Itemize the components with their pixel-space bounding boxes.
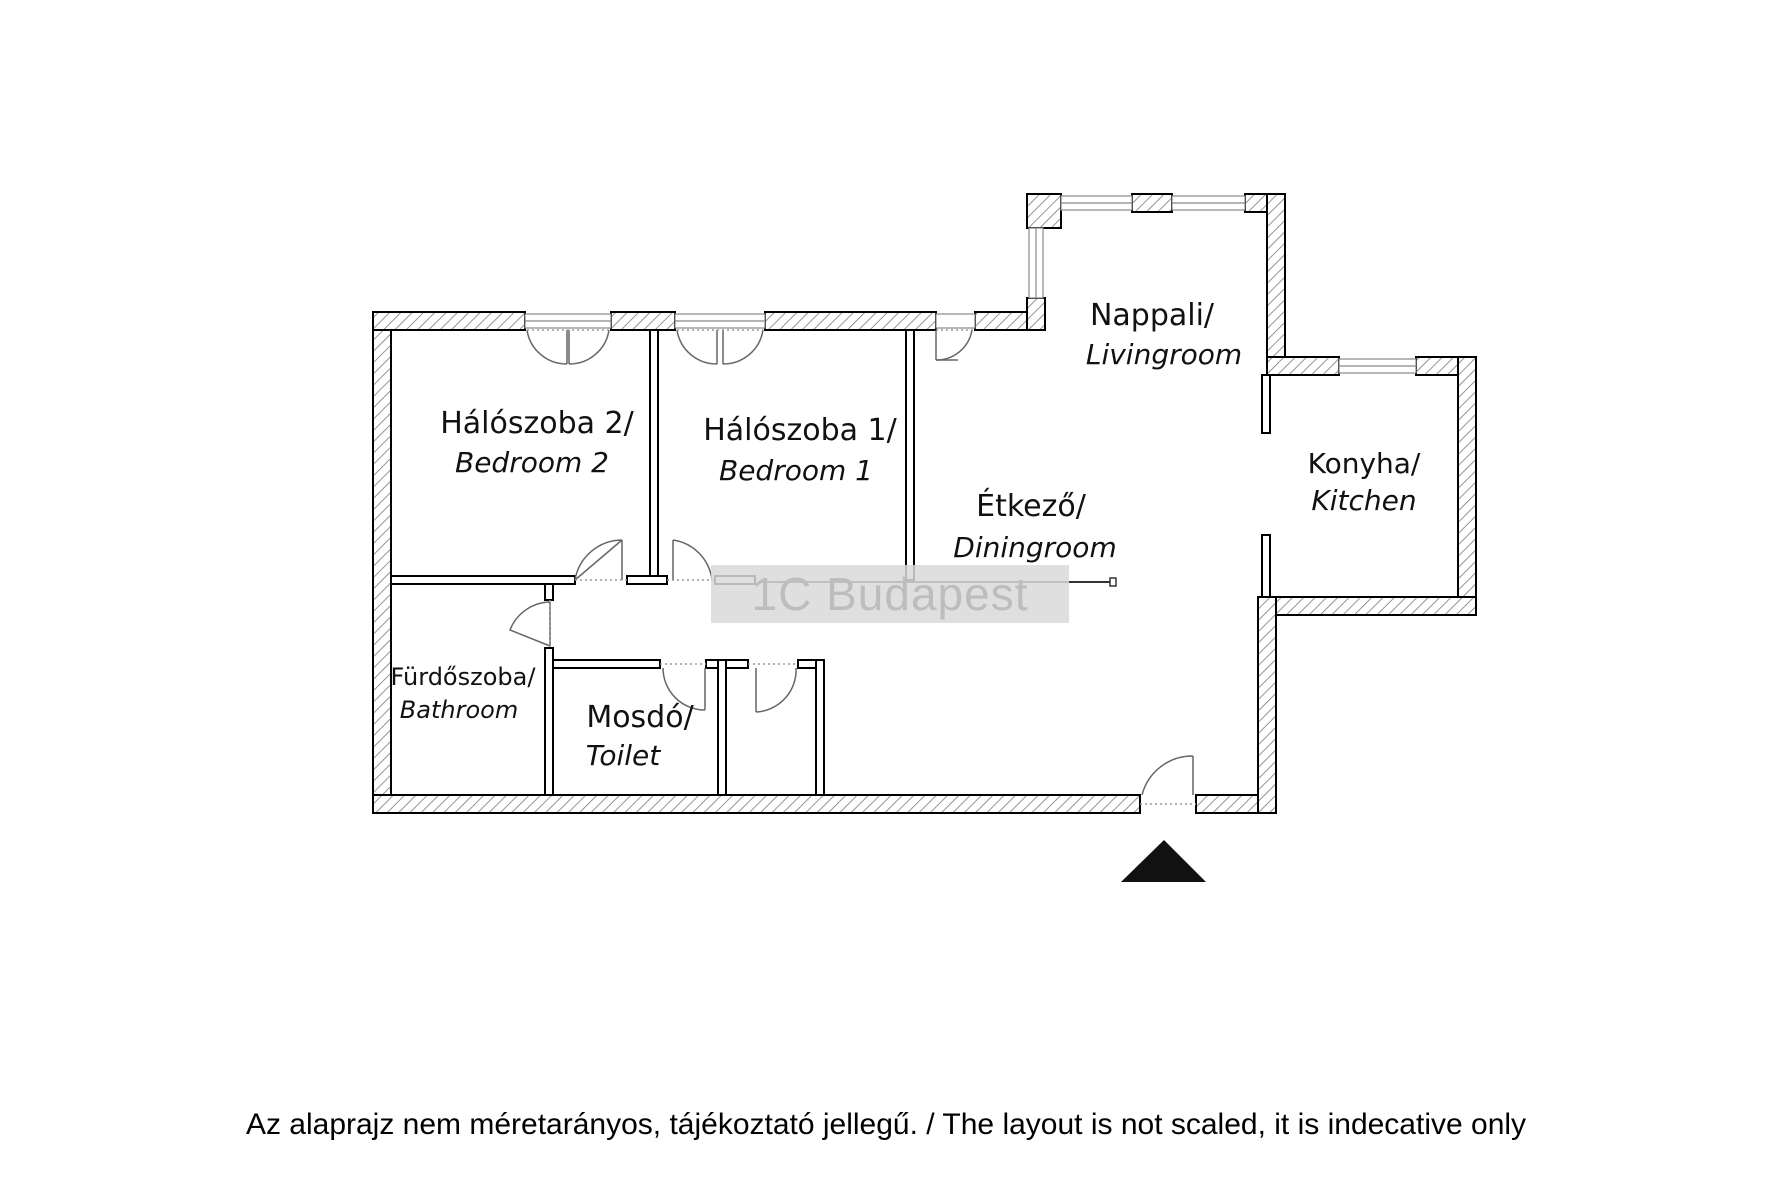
footer-disclaimer: Az alaprajz nem méretarányos, tájékoztat… xyxy=(245,1108,1527,1141)
window-balcony xyxy=(935,313,976,329)
wall-living-right xyxy=(1266,193,1286,360)
wall-bed2-bottom-left xyxy=(390,575,576,585)
door-swing-bedroom-2-a xyxy=(526,329,568,365)
door-swing-entrance xyxy=(1141,755,1194,796)
label-bedroom-1-en: Bedroom 1 xyxy=(719,454,873,487)
entrance-arrow xyxy=(1121,840,1206,882)
wall-kitchen-partition-top xyxy=(1261,374,1271,434)
label-diningroom-hu: Étkező/ xyxy=(976,488,1087,524)
door-swing-toilet xyxy=(662,667,706,711)
watermark: 1C Budapest xyxy=(751,568,1029,620)
wall-toilet-top xyxy=(552,659,661,669)
wall-bay-corner xyxy=(1026,193,1062,229)
wall-left xyxy=(372,311,392,814)
wall-bed1-right xyxy=(905,329,915,581)
wall-bed2-bed1 xyxy=(649,329,659,581)
label-kitchen-hu: Konyha/ xyxy=(1308,447,1421,480)
label-toilet-en: Toilet xyxy=(586,739,662,772)
wall-kitchen-bottom xyxy=(1266,596,1477,616)
label-livingroom-en: Livingroom xyxy=(1086,338,1242,371)
windows xyxy=(524,195,1417,374)
label-bathroom-hu: Fürdőszoba/ xyxy=(391,663,537,691)
wall-dining-right xyxy=(1257,596,1277,814)
doors xyxy=(509,329,1196,805)
label-kitchen-en: Kitchen xyxy=(1311,484,1416,517)
wall-kitchen-partition-bottom xyxy=(1261,534,1271,598)
door-swing-bedroom-1 xyxy=(672,539,713,581)
door-swing-bathroom xyxy=(509,601,551,647)
wall-bay-left-lower xyxy=(1026,297,1046,331)
wall-top-2 xyxy=(610,311,676,331)
interior-walls xyxy=(390,329,1271,796)
label-bedroom-2-hu: Hálószoba 2/ xyxy=(440,406,634,441)
door-swing-bedroom-1-a xyxy=(676,329,718,365)
door-swing-bedroom-2-b xyxy=(568,329,610,365)
wall-bath-right xyxy=(544,647,554,796)
label-toilet-hu: Mosdó/ xyxy=(586,700,694,735)
wall-top-3 xyxy=(764,311,937,331)
wall-kitchen-right xyxy=(1457,356,1477,616)
wall-kitchen-top-left xyxy=(1266,356,1340,376)
wall-bottom-left xyxy=(372,794,1141,814)
door-swing-bedroom-2 xyxy=(574,539,623,581)
label-bathroom-en: Bathroom xyxy=(400,696,518,724)
wall-bath-top-right xyxy=(544,583,554,601)
wall-bay-top-mid xyxy=(1131,193,1173,213)
label-livingroom-hu: Nappali/ xyxy=(1090,298,1215,333)
door-swing-closet xyxy=(755,667,797,713)
room-labels: Hálószoba 2/ Bedroom 2 Hálószoba 1/ Bedr… xyxy=(391,298,1421,772)
label-bedroom-2-en: Bedroom 2 xyxy=(455,446,609,479)
wall-top-1 xyxy=(372,311,526,331)
label-bedroom-1-hu: Hálószoba 1/ xyxy=(703,413,897,448)
wall-toilet-right xyxy=(717,659,727,796)
door-swing-balcony xyxy=(935,329,973,361)
label-diningroom-en: Diningroom xyxy=(953,531,1116,564)
wall-closet-right xyxy=(815,659,825,796)
watermark-background xyxy=(711,565,1069,623)
wall-bed2-bottom-right xyxy=(626,575,668,585)
door-swing-bedroom-1-b xyxy=(722,329,764,365)
